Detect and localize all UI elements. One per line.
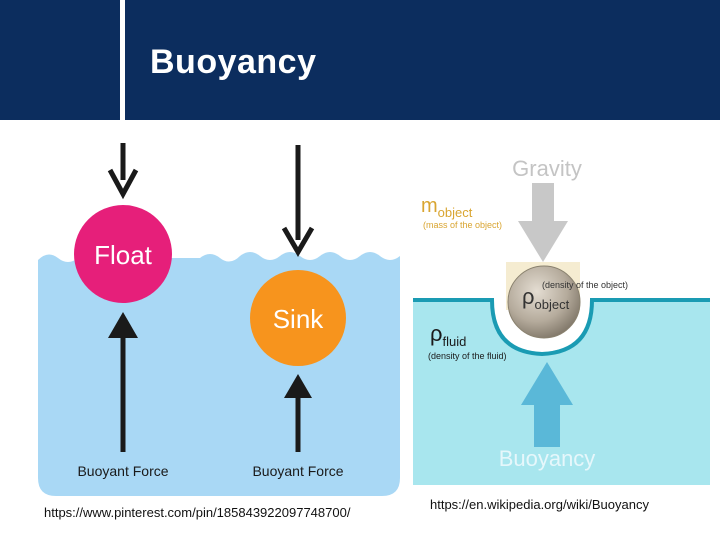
fluid-density-label: ρfluid xyxy=(430,321,466,349)
sink-ball xyxy=(250,270,346,366)
slide-header: Buoyancy xyxy=(0,0,720,120)
mass-note: (mass of the object) xyxy=(423,220,502,230)
right-source-link[interactable]: https://en.wikipedia.org/wiki/Buoyancy xyxy=(430,497,649,512)
buoyancy-label: Buoyancy xyxy=(499,446,596,471)
float-force-label: Buoyant Force xyxy=(77,463,168,479)
sink-weight-arrow xyxy=(281,145,315,257)
buoyancy-diagram: Gravity mobject (mass of the object) ρob… xyxy=(413,156,710,485)
float-label: Float xyxy=(94,240,153,270)
gravity-arrow xyxy=(518,183,568,262)
header-divider xyxy=(120,0,125,120)
float-weight-arrow xyxy=(107,143,139,200)
float-ball xyxy=(74,205,172,303)
object-density-label: ρobject xyxy=(522,284,570,312)
sink-label: Sink xyxy=(273,304,325,334)
slide-title: Buoyancy xyxy=(150,43,317,81)
object-sphere xyxy=(507,265,581,339)
sink-buoyant-arrow xyxy=(284,374,312,452)
mass-label: mobject xyxy=(421,195,473,220)
fluid-surface xyxy=(413,298,710,357)
float-buoyant-arrow xyxy=(108,312,138,452)
left-source-link[interactable]: https://www.pinterest.com/pin/1858439220… xyxy=(44,505,351,520)
float-sink-diagram: Float Buoyant Force Sink Buoyant Force xyxy=(38,143,400,496)
sink-force-label: Buoyant Force xyxy=(252,463,343,479)
object-density-note: (density of the object) xyxy=(542,280,628,290)
gravity-label: Gravity xyxy=(512,156,582,181)
buoyancy-arrow xyxy=(521,362,573,447)
fluid-density-note: (density of the fluid) xyxy=(428,351,507,361)
